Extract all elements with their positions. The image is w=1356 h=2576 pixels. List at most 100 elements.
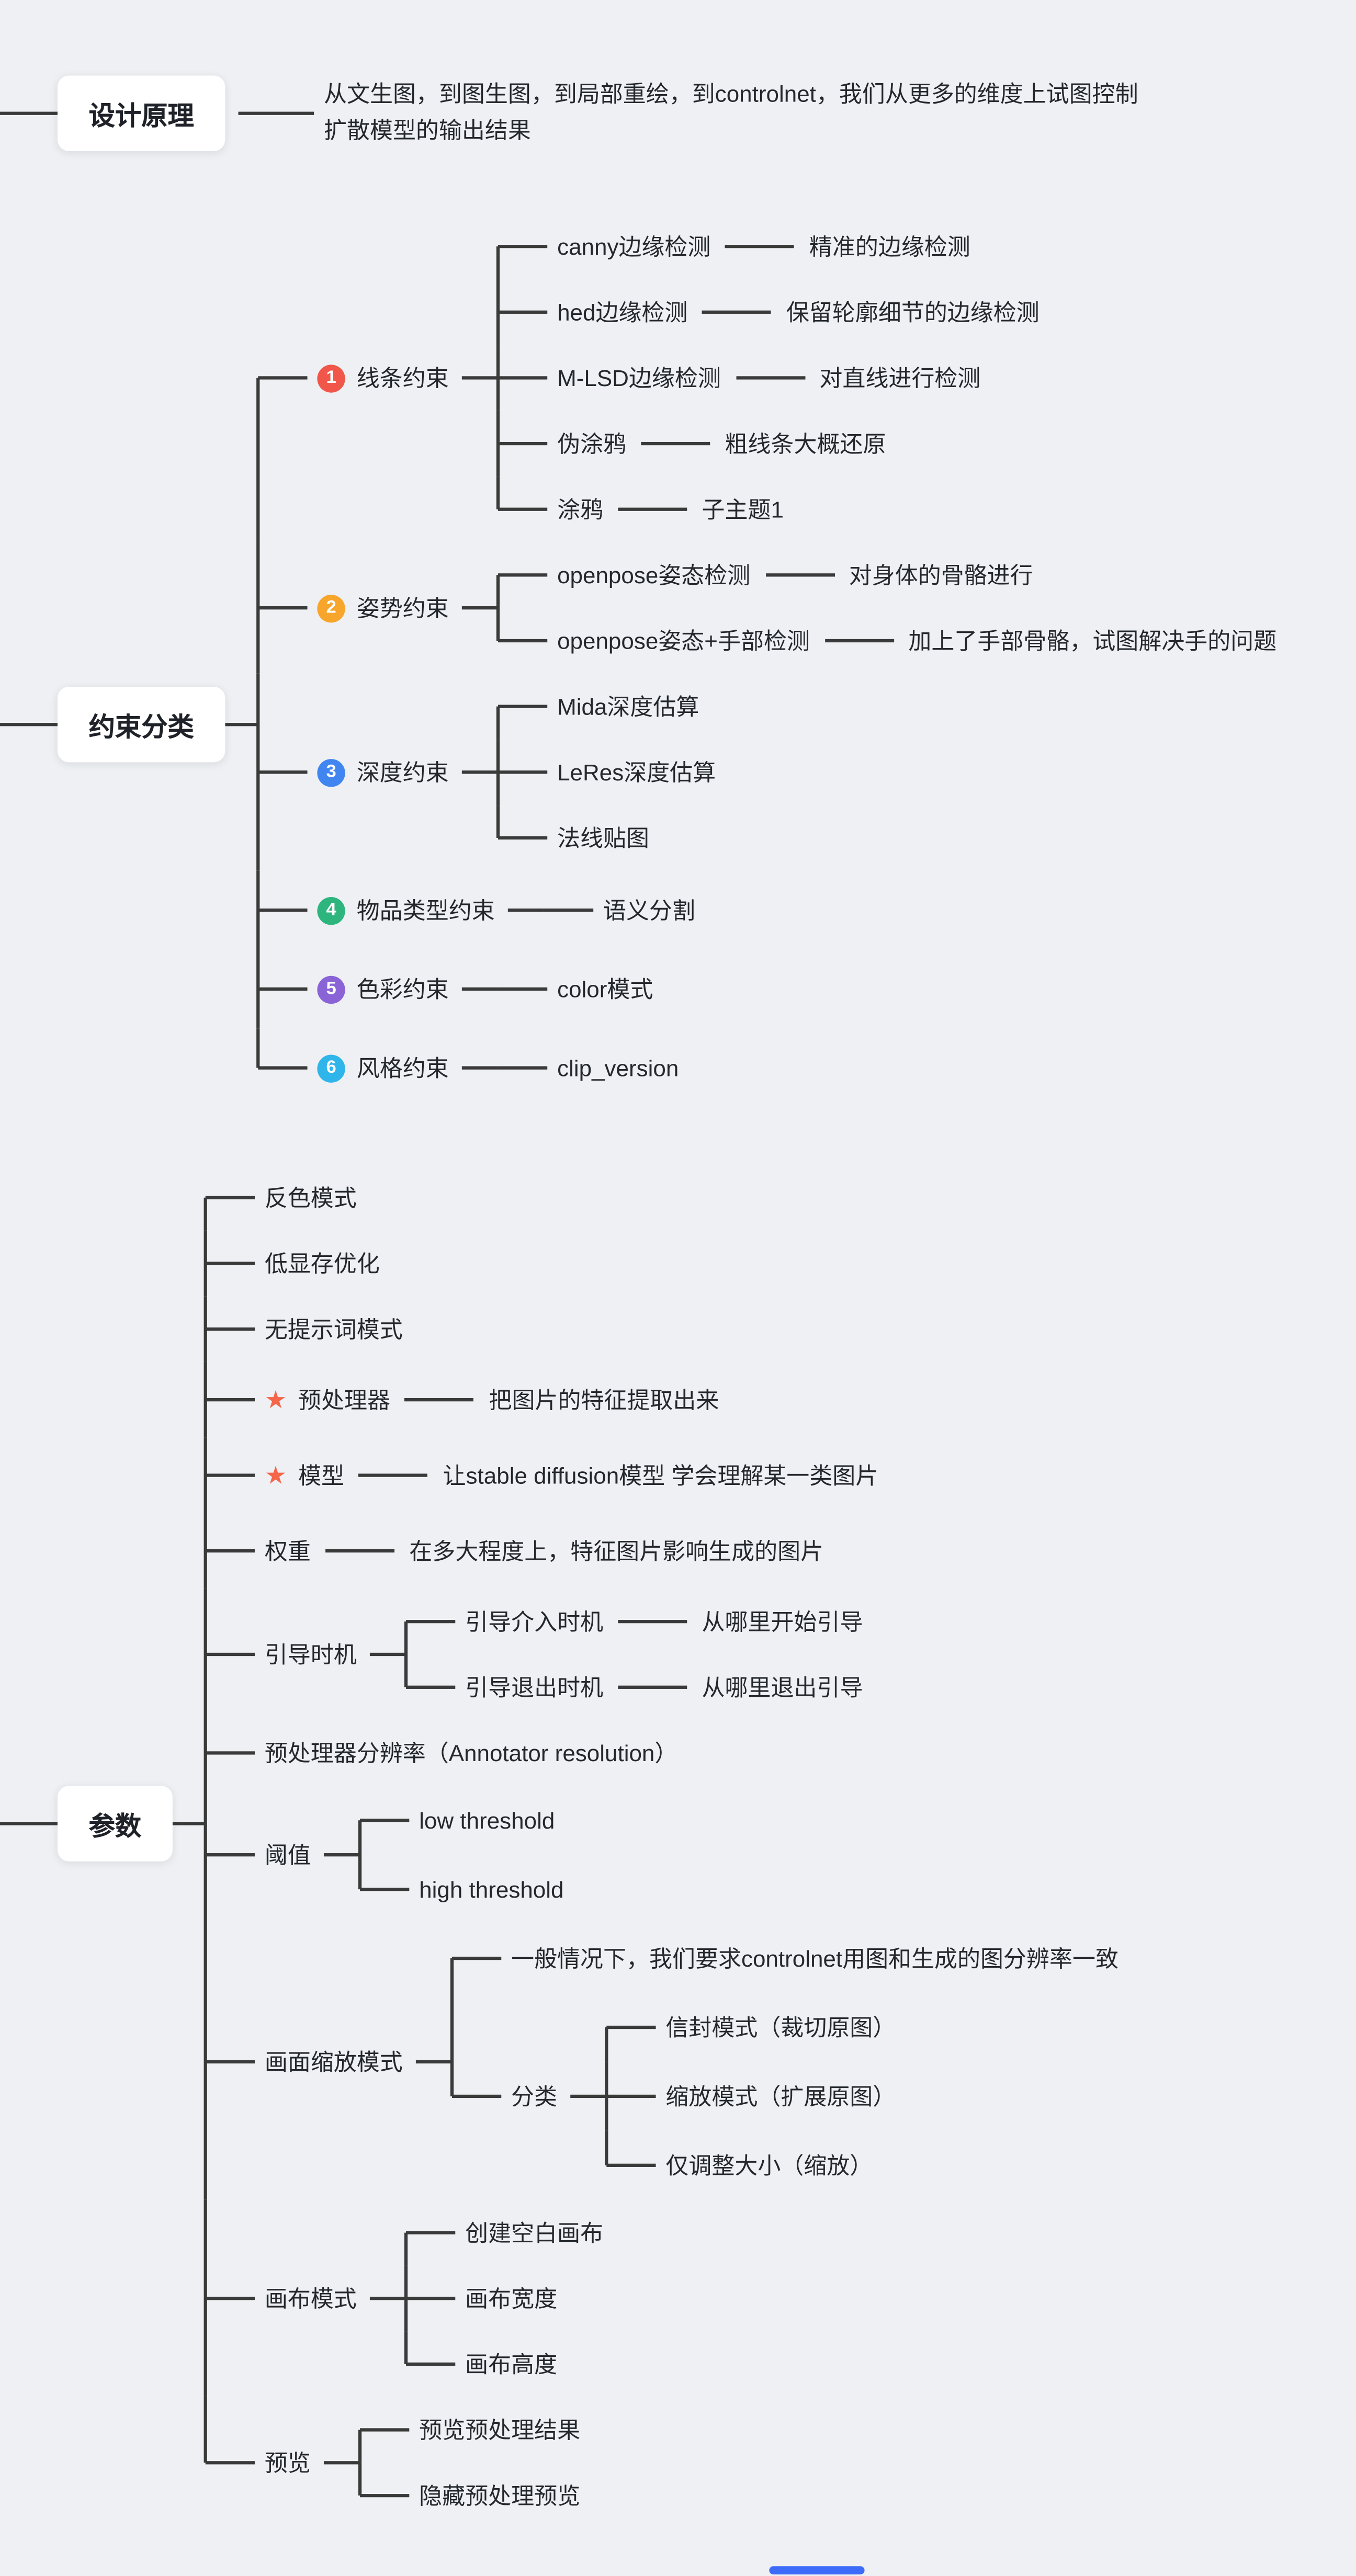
branch-resize-mode: 画面缩放模式 一般情况下，我们要求controlnet用图和生成的图分辨率一致 … [204,1924,1118,2200]
node-weight[interactable]: 权重 [264,1537,311,1564]
node-row: clip_version [498,1035,679,1101]
connector-line [618,508,687,511]
node-clip-version[interactable]: clip_version [557,1054,679,1081]
node-row: color模式 [498,956,653,1022]
node-canvas-height[interactable]: 画布高度 [465,2351,558,2378]
node-resize-note[interactable]: 一般情况下，我们要求controlnet用图和生成的图分辨率一致 [511,1945,1118,1972]
resize-mode-children: 一般情况下，我们要求controlnet用图和生成的图分辨率一致 分类 信封模式… [450,1924,1118,2200]
connector-line [570,2095,607,2098]
connector-line [369,2297,406,2300]
node-style-constraint[interactable]: 风格约束 [356,1054,449,1081]
node-design-note[interactable]: 从文生图，到图生图，到局部重绘，到controlnet，我们从更多的维度上试图控… [323,81,1138,143]
node-canny-edge-desc[interactable]: 精准的边缘检测 [809,233,970,260]
connector-line [238,112,314,115]
node-model[interactable]: 模型 [298,1462,345,1489]
node-scribble-desc[interactable]: 子主题1 [702,496,784,523]
node-just-resize[interactable]: 仅调整大小（缩放） [665,2152,873,2178]
node-row: ★ 模型 让stable diffusion模型 学会理解某一类图片 [204,1437,1118,1513]
parameter-items: 反色模式 低显存优化 无提示词模式 ★ 预处理器 把图片的特征提取出来 ★ 模型… [204,1165,1118,2528]
branch-threshold: 阈值 low threshold high threshold [204,1786,1118,1924]
node-weight-desc[interactable]: 在多大程度上，特征图片影响生成的图片 [409,1537,824,1564]
node-guidance-timing[interactable]: 引导时机 [264,1641,357,1668]
scrollbar-thumb[interactable] [769,2566,865,2574]
node-model-desc[interactable]: 让stable diffusion模型 学会理解某一类图片 [443,1462,879,1489]
node-object-type-constraint[interactable]: 物品类型约束 [356,897,495,924]
threshold-children: low threshold high threshold [358,1786,564,1924]
node-row: 信封模式（裁切原图） [605,1993,896,2062]
node-line-constraint[interactable]: 线条约束 [356,365,449,391]
node-high-threshold[interactable]: high threshold [419,1876,564,1903]
connector-line [325,1549,395,1552]
node-scale-mode[interactable]: 缩放模式（扩展原图） [665,2083,896,2110]
node-low-threshold[interactable]: low threshold [419,1807,555,1834]
node-color-mode[interactable]: color模式 [557,975,653,1003]
number-badge-icon: 2 [317,594,345,622]
node-row: high threshold [358,1855,564,1924]
node-envelope-mode[interactable]: 信封模式（裁切原图） [665,2014,896,2041]
connector-line [618,1686,687,1689]
node-hed-edge[interactable]: hed边缘检测 [557,299,688,325]
node-pose-constraint[interactable]: 姿势约束 [356,595,449,621]
branch-object-type-constraint: 4 物品类型约束 语义分割 [256,870,1276,950]
connector-line [461,770,498,774]
node-depth-constraint[interactable]: 深度约束 [356,759,449,786]
branch-preview: 预览 预览预处理结果 隐藏预处理预览 [204,2397,1118,2528]
node-openpose-hand-desc[interactable]: 加上了手部骨骼，试图解决手的问题 [908,627,1277,654]
node-openpose-desc[interactable]: 对身体的骨骼进行 [849,562,1033,588]
node-openpose[interactable]: openpose姿态检测 [557,562,751,588]
node-canvas-mode[interactable]: 画布模式 [264,2285,357,2312]
node-lowvram[interactable]: 低显存优化 [264,1250,380,1277]
edge-connector-line [0,723,99,726]
node-create-blank-canvas[interactable]: 创建空白画布 [465,2219,604,2246]
node-classification[interactable]: 分类 [511,2083,558,2110]
node-no-prompt-mode[interactable]: 无提示词模式 [264,1315,403,1343]
node-row: ★ 预处理器 把图片的特征提取出来 [204,1361,1118,1438]
node-preprocessor-desc[interactable]: 把图片的特征提取出来 [489,1387,719,1413]
node-constraint-categories[interactable]: 约束分类 [57,686,225,763]
node-preview-result[interactable]: 预览预处理结果 [419,2416,581,2443]
node-canvas-width[interactable]: 画布宽度 [465,2285,558,2312]
node-row: 画布宽度 [404,2265,603,2332]
node-row: 法线贴图 [496,805,716,871]
node-design-principles[interactable]: 设计原理 [57,75,225,151]
node-semantic-segmentation[interactable]: 语义分割 [603,897,695,924]
node-row: M-LSD边缘检测 对直线进行检测 [496,345,1039,411]
node-row: Mida深度估算 [496,674,716,740]
node-fake-scribble-desc[interactable]: 粗线条大概还原 [725,430,886,457]
node-guidance-end[interactable]: 引导退出时机 [465,1674,604,1700]
node-hed-edge-desc[interactable]: 保留轮廓细节的边缘检测 [786,299,1039,325]
node-row: 涂鸦 子主题1 [496,476,1039,542]
node-fake-scribble[interactable]: 伪涂鸦 [557,430,627,457]
connector-line [702,311,772,314]
node-resize-mode[interactable]: 画面缩放模式 [264,2048,403,2075]
node-normal-map[interactable]: 法线贴图 [557,824,650,852]
node-openpose-hand[interactable]: openpose姿态+手部检测 [557,627,810,654]
node-leres-depth[interactable]: LeRes深度估算 [557,759,716,786]
node-guidance-start-desc[interactable]: 从哪里开始引导 [702,1608,863,1635]
node-invert-mode[interactable]: 反色模式 [264,1184,357,1211]
node-parameters[interactable]: 参数 [57,1786,173,1862]
node-hide-preview[interactable]: 隐藏预处理预览 [419,2482,581,2509]
node-mlsd-edge-desc[interactable]: 对直线进行检测 [819,365,981,391]
node-color-constraint[interactable]: 色彩约束 [356,975,449,1003]
node-preprocessor[interactable]: 预处理器 [298,1387,391,1413]
connector-line [369,1653,406,1656]
node-threshold[interactable]: 阈值 [264,1842,311,1868]
node-row: 引导介入时机 从哪里开始引导 [404,1588,863,1654]
constraint-branches: 1 线条约束 canny边缘检测 精准的边缘检测 hed边缘检测 保留轮廓细节的… [256,213,1277,1107]
node-mlsd-edge[interactable]: M-LSD边缘检测 [557,365,721,391]
node-guidance-start[interactable]: 引导介入时机 [465,1608,604,1635]
node-row: 预处理器分辨率（Annotator resolution） [204,1720,1118,1786]
connector-line [359,1474,428,1477]
classification-children: 信封模式（裁切原图） 缩放模式（扩展原图） 仅调整大小（缩放） [605,1993,896,2200]
node-annotator-resolution[interactable]: 预处理器分辨率（Annotator resolution） [264,1740,678,1766]
node-scribble[interactable]: 涂鸦 [557,496,604,523]
node-preview[interactable]: 预览 [264,2449,311,2476]
branch-line-constraint: 1 线条约束 canny边缘检测 精准的边缘检测 hed边缘检测 保留轮廓细节的… [256,213,1276,542]
node-row: 缩放模式（扩展原图） [605,2061,896,2131]
node-midas-depth[interactable]: Mida深度估算 [557,693,699,720]
node-canny-edge[interactable]: canny边缘检测 [557,233,711,260]
node-row: 伪涂鸦 粗线条大概还原 [496,411,1039,476]
number-badge-icon: 6 [317,1053,345,1082]
node-guidance-end-desc[interactable]: 从哪里退出引导 [702,1674,863,1700]
